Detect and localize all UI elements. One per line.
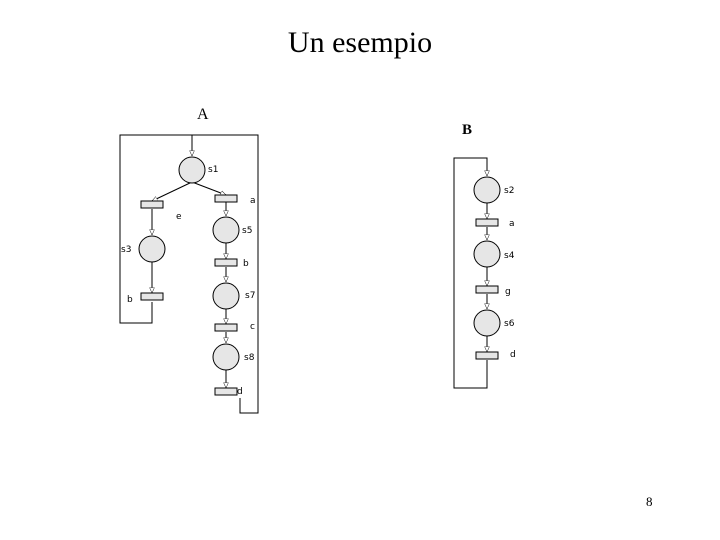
arc-s1-to-a	[191, 181, 226, 195]
transition-e-label: e	[176, 212, 182, 222]
place-s5-label: s5	[242, 226, 252, 236]
slide-title: Un esempio	[287, 26, 433, 59]
net-a-label: A	[197, 106, 209, 123]
transition-a	[214, 194, 238, 203]
transition-d	[214, 387, 238, 396]
arc-b-left-to-s1	[119, 134, 192, 324]
place-s8-label: s8	[244, 353, 255, 363]
place-s2	[473, 176, 501, 204]
transition-g-label: g	[505, 287, 511, 297]
net-a: s1 s3 s5 s7 s8 e a b b c d	[119, 134, 259, 414]
arc-d-to-s1	[192, 134, 259, 414]
arc-d-to-s2	[453, 157, 487, 389]
transition-b	[214, 258, 238, 267]
place-s6	[473, 309, 501, 337]
place-s3-label: s3	[121, 245, 131, 255]
transition-b-left	[140, 292, 164, 301]
place-s4	[473, 240, 501, 268]
transition-c-label: c	[250, 322, 255, 332]
place-s7	[212, 282, 240, 310]
transition-e	[140, 200, 164, 209]
place-s2-label: s2	[504, 186, 514, 196]
place-s1	[178, 156, 206, 184]
place-s4-label: s4	[504, 251, 515, 261]
place-s6-label: s6	[504, 319, 515, 329]
transition-a-b-label: a	[509, 219, 515, 229]
page-number: 8	[646, 494, 653, 509]
arc-s1-to-e	[152, 181, 193, 202]
place-s8	[212, 343, 240, 371]
place-s1-label: s1	[208, 165, 218, 175]
transition-d-label: d	[237, 387, 243, 397]
transition-d-b	[475, 351, 499, 360]
place-s7-label: s7	[245, 291, 255, 301]
transition-a-b	[475, 218, 499, 227]
transition-b-left-label: b	[127, 295, 133, 305]
transition-b-label: b	[243, 259, 249, 269]
transition-d-b-label: d	[510, 350, 516, 360]
place-s3	[138, 235, 166, 263]
place-s5	[212, 216, 240, 244]
net-b-label: B	[462, 122, 472, 138]
transition-g	[475, 285, 499, 294]
transition-c	[214, 323, 238, 332]
net-b: s2 s4 s6 a g d	[453, 157, 516, 389]
transition-a-label: a	[250, 196, 256, 206]
